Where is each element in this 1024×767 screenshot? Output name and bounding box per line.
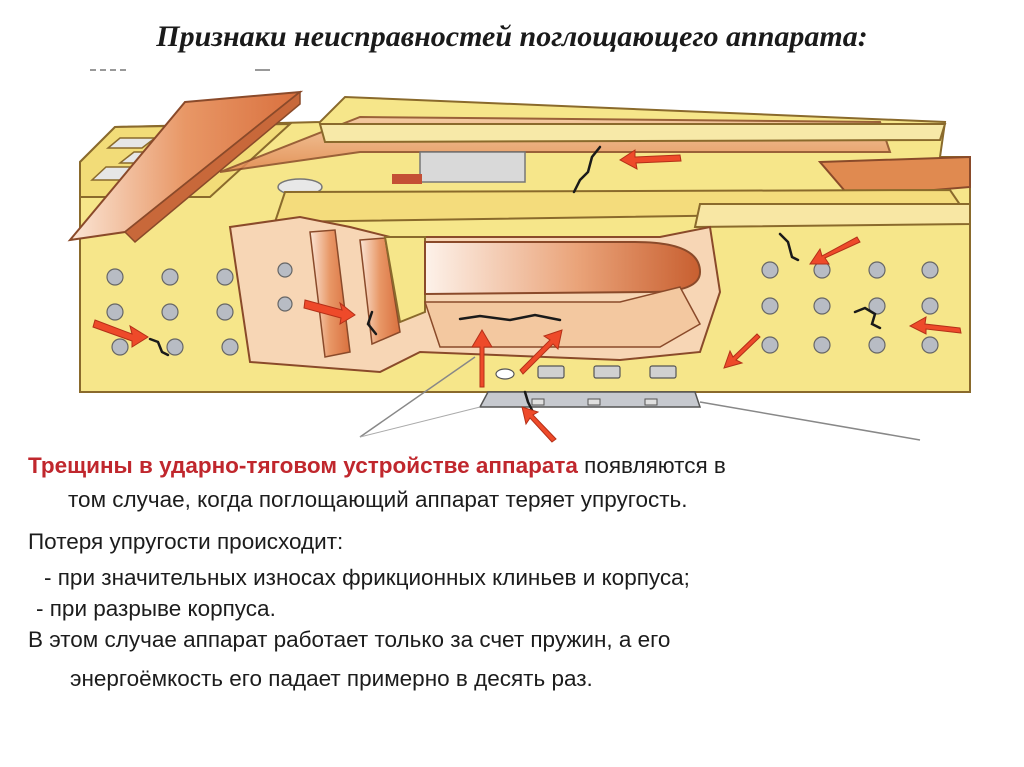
slide-title: Признаки неисправностей поглощающего апп… [0, 20, 1024, 54]
bullet-item: - при значительных износах фрикционных к… [44, 564, 690, 592]
paragraph-crack-line2: том случае, когда поглощающий аппарат те… [68, 486, 688, 514]
paragraph-crack-rest: появляются в [578, 453, 726, 478]
conclusion-line1: В этом случае аппарат работает только за… [28, 626, 670, 654]
shock-absorber-diagram [60, 62, 980, 447]
loss-heading: Потеря упругости происходит: [28, 528, 343, 556]
conclusion-line2: энергоёмкость его падает примерно в деся… [70, 665, 593, 693]
bullet-item: - при разрыве корпуса. [36, 595, 276, 623]
highlight-phrase: Трещины в ударно-тяговом устройстве аппа… [28, 453, 578, 478]
paragraph-crack-line1: Трещины в ударно-тяговом устройстве аппа… [28, 452, 726, 480]
